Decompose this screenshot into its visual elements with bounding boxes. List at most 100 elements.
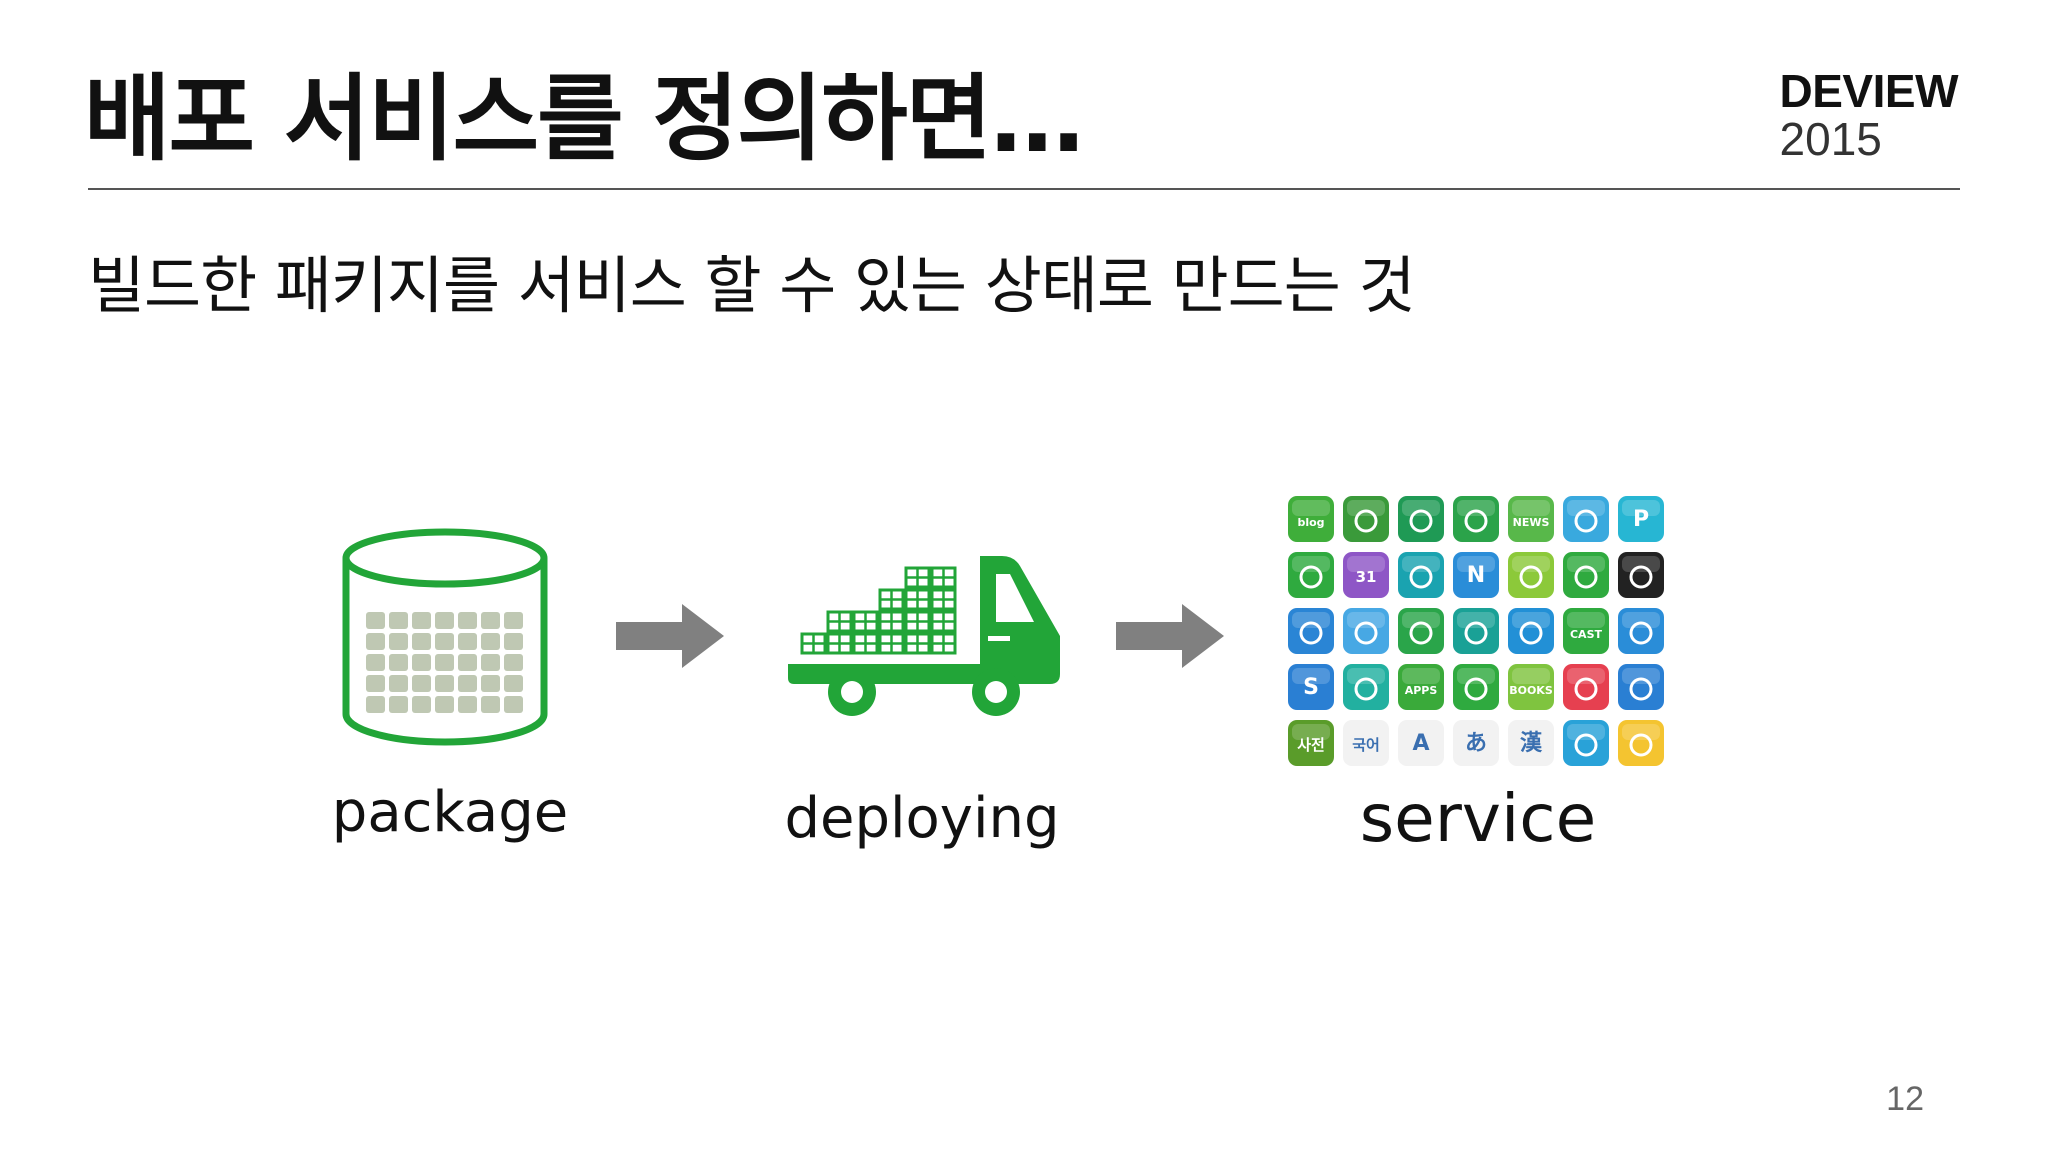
cargo-box: [904, 632, 931, 655]
cargo-box: [930, 588, 957, 611]
service-app-icon: N: [1453, 552, 1499, 598]
package-app-tile: [481, 654, 500, 671]
cargo-box: [878, 610, 905, 633]
cargo-box: [826, 632, 853, 655]
service-app-icon: [1508, 608, 1554, 654]
package-app-tile: [366, 633, 385, 650]
service-app-icon: あ: [1453, 720, 1499, 766]
right-arrow-icon: [1116, 604, 1224, 668]
package-app-tile: [435, 633, 454, 650]
package-app-tile: [389, 612, 408, 629]
package-app-tile: [481, 675, 500, 692]
cargo-boxes: [800, 566, 957, 655]
service-app-icon: [1288, 552, 1334, 598]
package-app-tile: [366, 612, 385, 629]
cargo-box: [930, 566, 957, 589]
package-app-tile: [504, 633, 523, 650]
app-icon-text: P: [1633, 507, 1649, 532]
service-app-icon: P: [1618, 496, 1664, 542]
deview-logo: DEVIEW 2015: [1779, 65, 1959, 165]
package-app-tile: [435, 696, 454, 713]
package-app-tile: [504, 612, 523, 629]
package-app-tile: [435, 675, 454, 692]
package-app-tile: [458, 633, 477, 650]
app-icon-text: blog: [1297, 516, 1324, 529]
app-icon-text: 31: [1356, 568, 1377, 586]
service-app-icon: [1563, 664, 1609, 710]
package-app-tile: [366, 654, 385, 671]
app-icon-text: APPS: [1405, 684, 1438, 697]
cargo-box: [878, 588, 905, 611]
app-icon-text: 사전: [1297, 736, 1325, 754]
service-app-icon: [1508, 552, 1554, 598]
service-app-icon: BOOKS: [1508, 664, 1554, 710]
deploying-label: deploying: [784, 786, 1060, 851]
app-icon-text: CAST: [1570, 628, 1603, 641]
app-icon-text: 漢: [1520, 730, 1543, 756]
package-app-tile: [481, 696, 500, 713]
cargo-box: [930, 632, 957, 655]
cargo-box: [904, 566, 931, 589]
app-icon-text: N: [1467, 563, 1485, 588]
package-app-tile: [389, 696, 408, 713]
package-app-tile: [412, 696, 431, 713]
package-app-tile: [458, 675, 477, 692]
service-label: service: [1359, 780, 1597, 857]
package-app-tile: [504, 654, 523, 671]
cargo-box: [852, 610, 879, 633]
service-app-icon: [1618, 608, 1664, 654]
service-app-icon: S: [1288, 664, 1334, 710]
service-app-icon: 사전: [1288, 720, 1334, 766]
app-icon-text: BOOKS: [1509, 684, 1553, 697]
cargo-box: [852, 632, 879, 655]
package-app-tile: [481, 612, 500, 629]
package-app-tile: [504, 675, 523, 692]
service-app-icon: [1453, 664, 1499, 710]
package-app-tile: [504, 696, 523, 713]
title-divider: [88, 188, 1960, 190]
service-app-icon: [1398, 552, 1444, 598]
right-arrow-icon: [616, 604, 724, 668]
app-icon-text: NEWS: [1513, 516, 1550, 529]
page-number: 12: [1886, 1080, 1924, 1118]
package-app-tile: [435, 612, 454, 629]
service-app-icon: [1618, 552, 1664, 598]
app-icon-text: A: [1412, 731, 1429, 756]
package-app-tile: [435, 654, 454, 671]
service-app-icon: [1398, 496, 1444, 542]
service-app-icon: NEWS: [1508, 496, 1554, 542]
service-app-icon: A: [1398, 720, 1444, 766]
service-app-icon: [1343, 608, 1389, 654]
service-app-icon: [1563, 496, 1609, 542]
package-label: package: [331, 780, 569, 845]
service-app-icon: [1563, 720, 1609, 766]
package-app-tile: [389, 675, 408, 692]
logo-brand: DEVIEW: [1779, 65, 1959, 117]
service-app-icon: [1618, 664, 1664, 710]
cargo-box: [826, 610, 853, 633]
package-app-tile: [412, 612, 431, 629]
package-app-tile: [366, 675, 385, 692]
package-app-tile: [412, 675, 431, 692]
package-app-tile: [458, 696, 477, 713]
package-app-tile: [389, 654, 408, 671]
package-app-tile: [458, 612, 477, 629]
service-app-icon: 31: [1343, 552, 1389, 598]
app-icon-text: 국어: [1352, 736, 1380, 754]
service-app-icon: [1453, 608, 1499, 654]
service-app-icon: [1618, 720, 1664, 766]
package-app-tile: [366, 696, 385, 713]
service-app-icon: [1343, 496, 1389, 542]
logo-year: 2015: [1779, 113, 1882, 165]
cargo-box: [878, 632, 905, 655]
cargo-box: [800, 632, 827, 655]
package-app-tile: [389, 633, 408, 650]
slide-subtitle: 빌드한 패키지를 서비스 할 수 있는 상태로 만드는 것: [88, 249, 1416, 322]
app-icon-text: S: [1303, 675, 1319, 700]
package-app-grid: [366, 612, 523, 713]
package-app-tile: [481, 633, 500, 650]
cargo-box: [904, 610, 931, 633]
service-app-icon: blog: [1288, 496, 1334, 542]
service-app-icon: APPS: [1398, 664, 1444, 710]
